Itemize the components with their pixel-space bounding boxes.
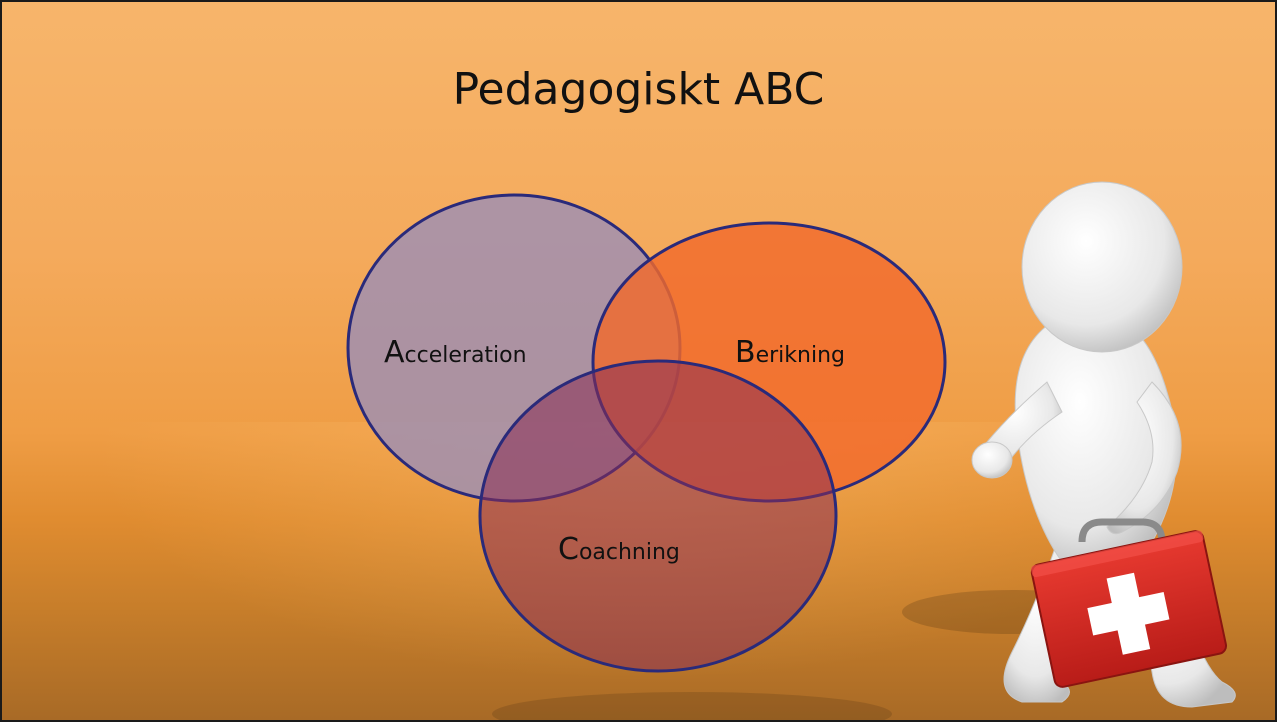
venn-rest-a: cceleration	[404, 343, 527, 368]
venn-initial-c: C	[558, 532, 579, 567]
venn-rest-b: erikning	[755, 343, 845, 368]
venn-label-coachning: Coachning	[558, 532, 680, 567]
venn-initial-a: A	[384, 335, 405, 370]
figure-fist-icon	[971, 441, 1013, 479]
venn-circle-coachning	[478, 359, 838, 673]
venn-initial-b: B	[735, 335, 756, 370]
venn-label-berikning: Berikning	[735, 335, 845, 370]
figure-arm-right	[1106, 381, 1182, 535]
slide-title: Pedagogiskt ABC	[452, 64, 825, 115]
venn-shadow	[492, 692, 892, 720]
first-aid-case-handle	[1078, 518, 1166, 543]
first-aid-kit-icon	[1030, 530, 1228, 688]
venn-rest-c: oachning	[578, 540, 680, 565]
figure-head	[1021, 181, 1183, 353]
venn-label-acceleration: Acceleration	[384, 335, 527, 370]
